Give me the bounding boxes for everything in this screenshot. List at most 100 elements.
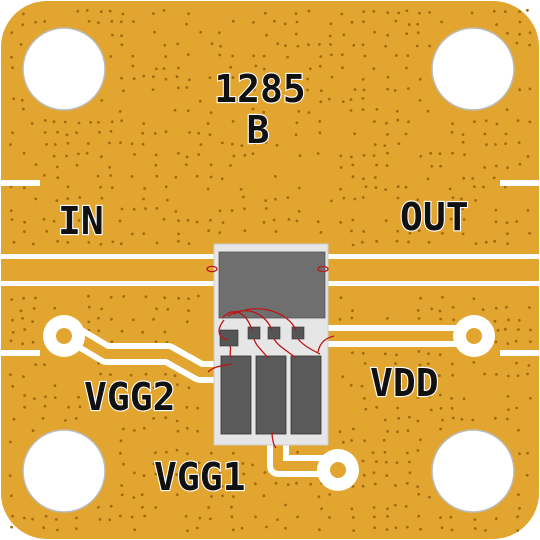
- via: [450, 406, 454, 410]
- via: [451, 151, 454, 155]
- via: [318, 131, 322, 135]
- via: [362, 10, 366, 14]
- via: [351, 309, 354, 313]
- via: [308, 67, 312, 71]
- via: [85, 151, 89, 155]
- via: [175, 75, 179, 79]
- via: [77, 152, 80, 156]
- via: [65, 154, 68, 158]
- via: [330, 53, 333, 57]
- via: [373, 482, 377, 486]
- bond-wire-3: [233, 308, 297, 331]
- via: [89, 120, 93, 124]
- via: [406, 54, 410, 57]
- via: [31, 517, 34, 521]
- via: [517, 141, 521, 145]
- via: [284, 87, 288, 91]
- via: [132, 496, 136, 499]
- via: [416, 309, 420, 312]
- via: [452, 318, 456, 322]
- via: [474, 199, 477, 202]
- via: [34, 163, 38, 167]
- via: [97, 505, 100, 509]
- via: [503, 327, 507, 331]
- via: [52, 120, 56, 124]
- via: [341, 440, 345, 444]
- via: [122, 406, 126, 409]
- via: [208, 76, 212, 80]
- via: [220, 484, 224, 488]
- via: [66, 197, 70, 201]
- via: [504, 142, 507, 146]
- via: [144, 207, 147, 211]
- via: [264, 207, 268, 210]
- via: [318, 120, 322, 123]
- via: [496, 328, 500, 332]
- via: [230, 471, 234, 475]
- via: [405, 32, 409, 36]
- via: [155, 174, 159, 178]
- via: [492, 9, 496, 13]
- via: [87, 393, 90, 397]
- via: [10, 31, 14, 34]
- via: [209, 175, 213, 179]
- via: [429, 151, 433, 155]
- via: [407, 87, 410, 90]
- via: [251, 107, 255, 111]
- via: [418, 438, 422, 442]
- via: [120, 493, 124, 497]
- right-edge-gap-bottom: [500, 350, 540, 356]
- via: [232, 495, 235, 498]
- via: [9, 440, 12, 444]
- via: [11, 385, 15, 388]
- via: [140, 493, 144, 497]
- via: [428, 44, 432, 48]
- via: [506, 374, 510, 378]
- via: [162, 67, 166, 70]
- via: [31, 340, 35, 344]
- via: [243, 207, 246, 211]
- via: [185, 320, 189, 324]
- via: [10, 298, 14, 301]
- via: [386, 133, 389, 136]
- bypass-capacitor-1: [220, 355, 252, 435]
- via: [416, 449, 420, 452]
- via: [19, 309, 23, 313]
- via: [33, 397, 36, 400]
- via: [132, 20, 135, 23]
- via: [218, 209, 222, 213]
- via: [176, 429, 180, 433]
- via: [209, 218, 212, 222]
- via: [155, 241, 159, 245]
- via: [319, 231, 323, 234]
- via: [493, 319, 497, 323]
- via: [515, 406, 518, 410]
- via: [396, 229, 400, 233]
- via: [427, 352, 430, 356]
- via: [187, 242, 191, 246]
- via: [416, 31, 420, 35]
- via: [66, 241, 70, 244]
- via: [152, 75, 155, 79]
- via: [173, 108, 177, 112]
- via: [473, 120, 476, 124]
- via: [75, 131, 78, 135]
- via: [351, 175, 355, 179]
- via: [375, 405, 379, 409]
- via: [173, 374, 177, 378]
- via: [287, 218, 291, 221]
- via: [352, 529, 356, 532]
- via: [495, 23, 498, 27]
- via: [329, 22, 333, 26]
- via: [386, 515, 389, 518]
- via: [451, 122, 454, 126]
- via: [375, 163, 379, 167]
- via: [506, 166, 509, 170]
- via: [529, 328, 532, 332]
- bond-wire-4: [218, 319, 229, 341]
- via: [450, 362, 454, 366]
- via: [438, 208, 442, 212]
- via: [87, 241, 91, 244]
- via: [427, 240, 431, 244]
- via: [218, 231, 222, 235]
